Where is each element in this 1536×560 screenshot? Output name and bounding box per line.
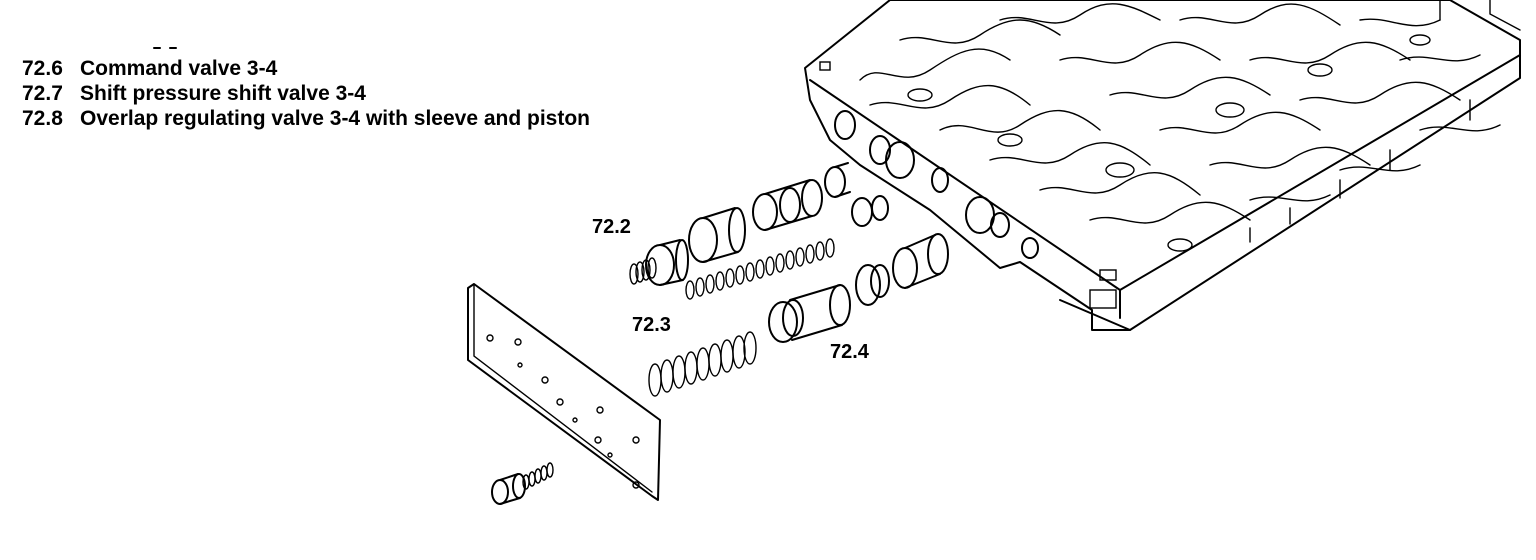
valve-body-housing xyxy=(804,0,1521,331)
legend-text: Shift pressure shift valve 3-4 xyxy=(80,82,366,105)
legend-item-72-6: 72.6 Command valve 3-4 xyxy=(22,56,590,81)
callout-72-4: 72.4 xyxy=(830,341,869,363)
valve-72-2-components xyxy=(629,162,889,300)
legend-text: Command valve 3-4 xyxy=(80,57,278,80)
legend-item-72-8: 72.8 Overlap regulating valve 3-4 with s… xyxy=(22,106,590,131)
legend-text: Overlap regulating valve 3-4 with sleeve… xyxy=(80,107,590,130)
legend-number: 72.6 xyxy=(22,57,63,80)
screw xyxy=(491,462,554,505)
legend-number: 72.7 xyxy=(22,82,63,105)
callout-72-3: 72.3 xyxy=(632,314,671,336)
legend-number: 72.8 xyxy=(22,107,63,130)
parts-legend: 72.6 Command valve 3-4 72.7 Shift pressu… xyxy=(22,56,590,131)
cover-plate xyxy=(467,283,661,501)
valve-72-3-72-4-components xyxy=(648,233,949,397)
callout-72-2: 72.2 xyxy=(592,216,631,238)
legend-item-72-7: 72.7 Shift pressure shift valve 3-4 xyxy=(22,81,590,106)
